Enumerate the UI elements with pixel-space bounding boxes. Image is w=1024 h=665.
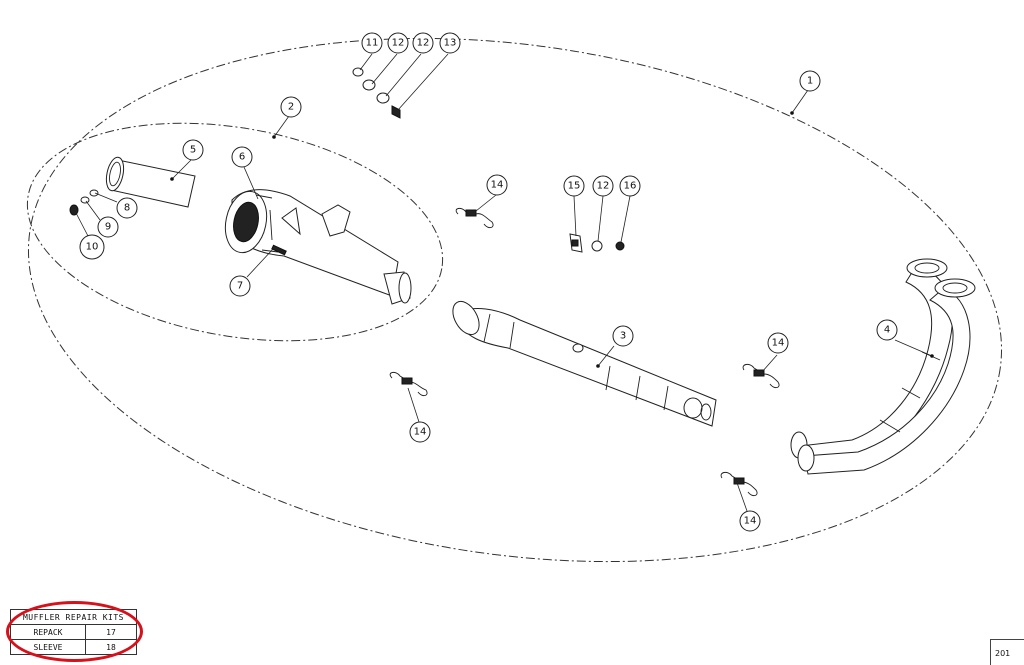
- kit-value: 17: [85, 624, 137, 640]
- muffler-repair-kits-table: MUFFLER REPAIR KITS REPACK 17 SLEEVE 18: [10, 609, 137, 655]
- callout-5: 5: [182, 139, 204, 161]
- svg-text:1: 1: [807, 76, 813, 87]
- svg-text:9: 9: [105, 222, 111, 233]
- svg-text:14: 14: [414, 427, 427, 438]
- svg-text:2: 2: [288, 102, 294, 113]
- svg-text:13: 13: [444, 38, 457, 49]
- svg-text:12: 12: [597, 181, 610, 192]
- svg-text:15: 15: [568, 181, 581, 192]
- svg-text:12: 12: [392, 38, 405, 49]
- callout-1: 1: [799, 70, 821, 92]
- callout-12-c: 12: [592, 175, 614, 197]
- svg-text:3: 3: [620, 331, 626, 342]
- table-row: REPACK 17: [10, 624, 137, 640]
- svg-text:14: 14: [744, 516, 757, 527]
- table-row: SLEEVE 18: [10, 639, 137, 655]
- part-14-spring-bottom: [720, 471, 758, 497]
- callout-8: 8: [116, 197, 138, 219]
- part-6-7-muffler: [224, 189, 412, 305]
- svg-text:16: 16: [624, 181, 637, 192]
- parts-15-12-16-hardware: [569, 233, 625, 253]
- part-10-bolt: [69, 204, 79, 216]
- svg-text:6: 6: [239, 152, 245, 163]
- callout-3: 3: [612, 325, 634, 347]
- callout-11: 11: [361, 32, 383, 54]
- callout-15: 15: [563, 175, 585, 197]
- callout-6: 6: [231, 146, 253, 168]
- callout-16: 16: [619, 175, 641, 197]
- part-8-washer: [89, 189, 99, 197]
- callout-10: 10: [79, 234, 105, 260]
- callout-7: 7: [229, 275, 251, 297]
- callout-13: 13: [439, 32, 461, 54]
- part-4-header-pipes: [790, 258, 976, 475]
- callout-12-a: 12: [387, 32, 409, 54]
- table-header-row: MUFFLER REPAIR KITS: [10, 609, 137, 625]
- page-number-corner: 201: [990, 639, 1024, 665]
- part-14-spring-top: [455, 207, 494, 229]
- callout-4: 4: [876, 319, 898, 341]
- table-title: MUFFLER REPAIR KITS: [10, 609, 137, 625]
- assembly-2-outline: [26, 122, 444, 342]
- parts-11-12-13-hardware: [352, 67, 401, 119]
- callout-14-bottom: 14: [739, 510, 761, 532]
- part-14-spring-right: [742, 363, 780, 389]
- svg-text:12: 12: [417, 38, 430, 49]
- part-14-spring-left: [389, 371, 428, 397]
- callout-9: 9: [97, 216, 119, 238]
- svg-text:14: 14: [772, 338, 785, 349]
- callout-14-left: 14: [409, 421, 431, 443]
- assembly-1-outline: [27, 37, 1003, 563]
- svg-text:11: 11: [366, 38, 379, 49]
- callout-14-right: 14: [767, 332, 789, 354]
- leader-lines: [74, 53, 934, 512]
- svg-text:10: 10: [86, 242, 99, 253]
- svg-text:5: 5: [190, 145, 196, 156]
- svg-text:4: 4: [884, 325, 890, 336]
- callout-12-b: 12: [412, 32, 434, 54]
- part-9-washer: [80, 196, 90, 204]
- kit-label: SLEEVE: [10, 639, 86, 655]
- callout-14-top: 14: [486, 174, 508, 196]
- callout-2: 2: [280, 96, 302, 118]
- svg-text:8: 8: [124, 203, 130, 214]
- part-3-mid-pipe: [452, 300, 717, 427]
- part-5-end-sleeve: [105, 156, 196, 208]
- kit-value: 18: [85, 639, 137, 655]
- svg-text:14: 14: [491, 180, 504, 191]
- svg-text:7: 7: [237, 281, 243, 292]
- kit-label: REPACK: [10, 624, 86, 640]
